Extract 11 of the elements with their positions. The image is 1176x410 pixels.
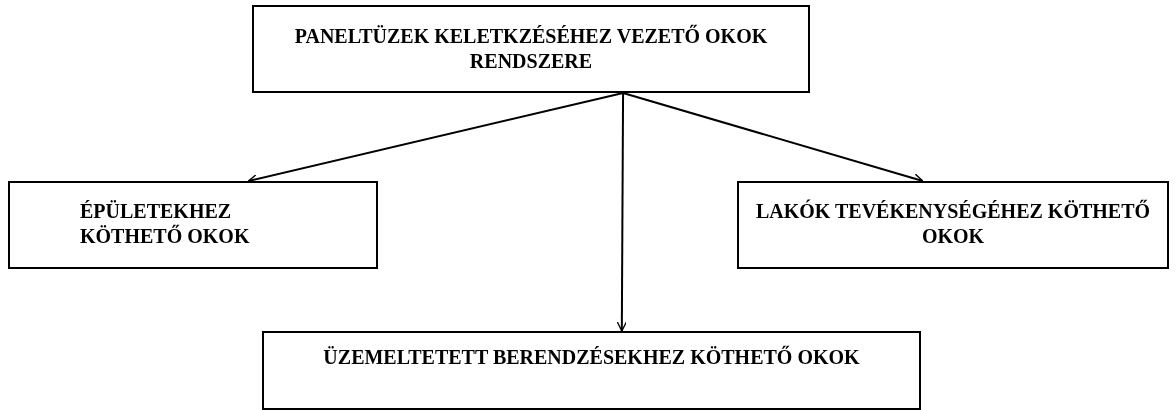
box-label: ÉPÜLETEKHEZ KÖTHETŐ OKOK <box>80 199 251 249</box>
process-box <box>252 5 810 93</box>
box-label: PANELTÜZEK KELETKZÉSÉHEZ VEZETŐ OKOK RENDSZERE <box>293 24 769 74</box>
box-label: ÜZEMELTETETT BERENDZÉSEKHEZ KÖTHETŐ OKOK <box>323 345 860 370</box>
process-box <box>262 331 921 410</box>
process-box <box>8 181 378 269</box>
arrow <box>616 92 628 332</box>
box-label: LAKÓK TEVÉKENYSÉGÉHEZ KÖTHETŐ OKOK <box>754 199 1152 249</box>
arrow <box>247 92 625 184</box>
process-box <box>737 181 1169 269</box>
arrow <box>622 92 924 184</box>
